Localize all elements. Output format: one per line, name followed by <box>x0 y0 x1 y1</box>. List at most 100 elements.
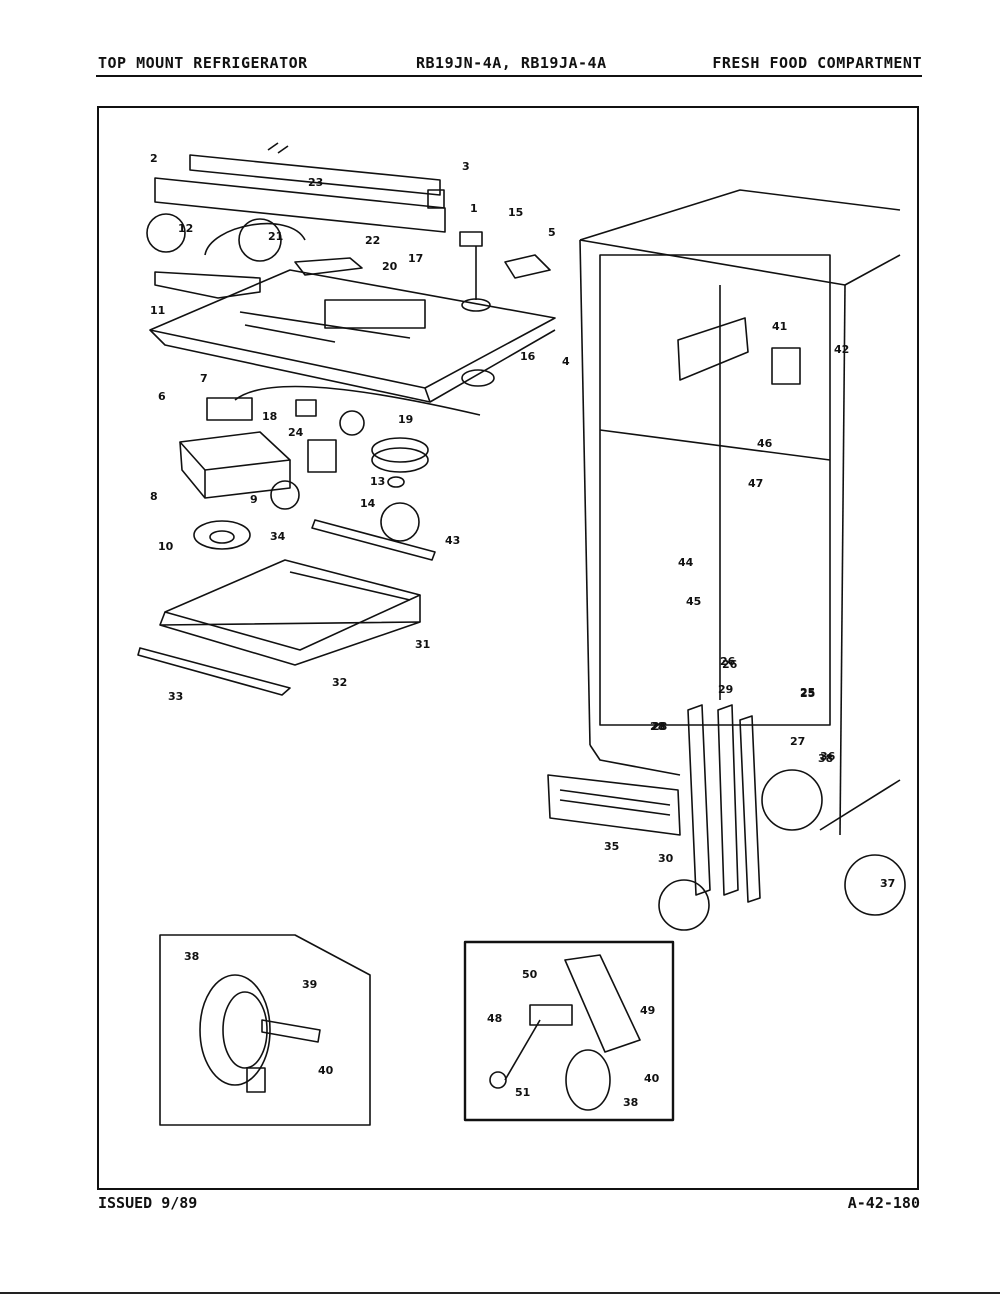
top-trim-strip <box>189 142 441 196</box>
callout-31: 31 <box>415 638 430 651</box>
control-bracket-11 <box>154 271 261 299</box>
callout-12: 12 <box>178 222 193 235</box>
callout-15: 15 <box>508 206 523 219</box>
issued-date: ISSUED 9/89 <box>98 1194 198 1212</box>
gasket-plate-20 <box>294 257 363 276</box>
callout-23: 23 <box>308 176 323 189</box>
damper-stem-15 <box>459 231 491 312</box>
diagram-frame <box>97 106 919 1190</box>
toe-grille-35 <box>547 774 681 836</box>
callout-46: 46 <box>757 437 773 450</box>
callout-2: 2 <box>150 152 158 165</box>
control-housing <box>149 269 556 403</box>
hinge-42 <box>771 347 801 385</box>
callout-22: 22 <box>365 234 380 247</box>
callout-51: 51 <box>515 1086 530 1099</box>
page-title: TOP MOUNT REFRIGERATOR <box>98 54 308 72</box>
model-numbers: RB19JN-4A, RB19JA-4A <box>416 54 607 72</box>
callout-40-repeat: 40 <box>644 1072 660 1085</box>
relay-24 <box>307 439 337 473</box>
callout-3: 3 <box>462 160 470 173</box>
callout-21: 21 <box>268 230 283 243</box>
thermostat-6 <box>206 385 481 421</box>
wire-harness-23 <box>204 222 306 256</box>
front-trim-bar <box>154 177 446 233</box>
callout-5: 5 <box>548 226 556 239</box>
callout-37: 37 <box>880 877 895 890</box>
detail-circle-30 <box>658 879 710 931</box>
callout-25-repeat: 25 <box>800 687 815 700</box>
fan-blade-10 <box>193 520 251 550</box>
trim-end-cap <box>427 189 445 209</box>
callout-11: 11 <box>150 304 165 317</box>
bracket-41 <box>677 317 749 381</box>
callout-30: 30 <box>658 852 674 865</box>
fan-motor-13 <box>371 437 429 473</box>
cabinet <box>579 189 901 836</box>
callout-38-repeat: 38 <box>818 752 833 765</box>
switch-18 <box>295 399 317 417</box>
callout-7: 7 <box>200 372 208 385</box>
callout-27: 27 <box>790 735 805 748</box>
callout-34: 34 <box>270 530 286 543</box>
callout-6: 6 <box>158 390 166 403</box>
callout-35: 35 <box>604 840 619 853</box>
callout-24: 24 <box>288 426 304 439</box>
callout-43: 43 <box>445 534 460 547</box>
detail-circle-21 <box>238 218 282 262</box>
callout-28: 28 <box>652 720 667 733</box>
callout-47: 47 <box>748 477 763 490</box>
detail-circle-43 <box>380 502 420 542</box>
callout-26: 26 <box>720 655 736 668</box>
bottom-rule <box>0 1292 1000 1294</box>
callout-4: 4 <box>562 355 570 368</box>
callout-44: 44 <box>678 556 694 569</box>
callout-8: 8 <box>150 490 158 503</box>
callout-18: 18 <box>262 410 277 423</box>
shelf-trim-33 <box>137 647 291 696</box>
callout-33: 33 <box>168 690 183 703</box>
callout-48: 48 <box>487 1012 502 1025</box>
callout-39: 39 <box>302 978 317 991</box>
callout-42: 42 <box>834 343 849 356</box>
callout-45: 45 <box>686 595 701 608</box>
callout-20: 20 <box>382 260 398 273</box>
detail-circle-36 <box>761 769 823 831</box>
callout-26-repeat: 26 <box>722 658 738 671</box>
strip-34 <box>311 519 436 561</box>
callout-32: 32 <box>332 676 347 689</box>
callout-25: 25 <box>800 686 815 699</box>
bulb-19 <box>339 410 365 436</box>
part-16 <box>461 369 495 387</box>
callout-29: 29 <box>718 683 733 696</box>
callout-1: 1 <box>470 202 478 215</box>
callout-16: 16 <box>520 350 536 363</box>
callout-36: 36 <box>820 750 836 763</box>
callout-41: 41 <box>772 320 787 333</box>
caster-inset-left <box>159 934 371 1126</box>
callout-49: 49 <box>640 1004 655 1017</box>
callout-10: 10 <box>158 540 174 553</box>
callout-50: 50 <box>522 968 538 981</box>
detail-circle-9 <box>270 480 300 510</box>
caster-inset-right <box>463 940 675 1122</box>
callout-9: 9 <box>250 493 258 506</box>
control-box-8 <box>179 431 291 499</box>
header-rule <box>96 75 922 77</box>
callout-38-repeat: 38 <box>623 1096 638 1109</box>
callout-13: 13 <box>370 475 385 488</box>
callout-17: 17 <box>408 252 423 265</box>
section-title: FRESH FOOD COMPARTMENT <box>712 54 922 72</box>
washer-14 <box>387 476 405 488</box>
detail-circle-12 <box>146 213 186 253</box>
callout-28-repeat: 28 <box>650 720 665 733</box>
callout-14: 14 <box>360 497 376 510</box>
door-rails <box>687 704 761 903</box>
callout-38: 38 <box>184 950 199 963</box>
callout-19: 19 <box>398 413 413 426</box>
document-code: A-42-180 <box>847 1194 920 1212</box>
knob-5 <box>504 254 551 279</box>
shelf-assembly <box>159 559 421 666</box>
